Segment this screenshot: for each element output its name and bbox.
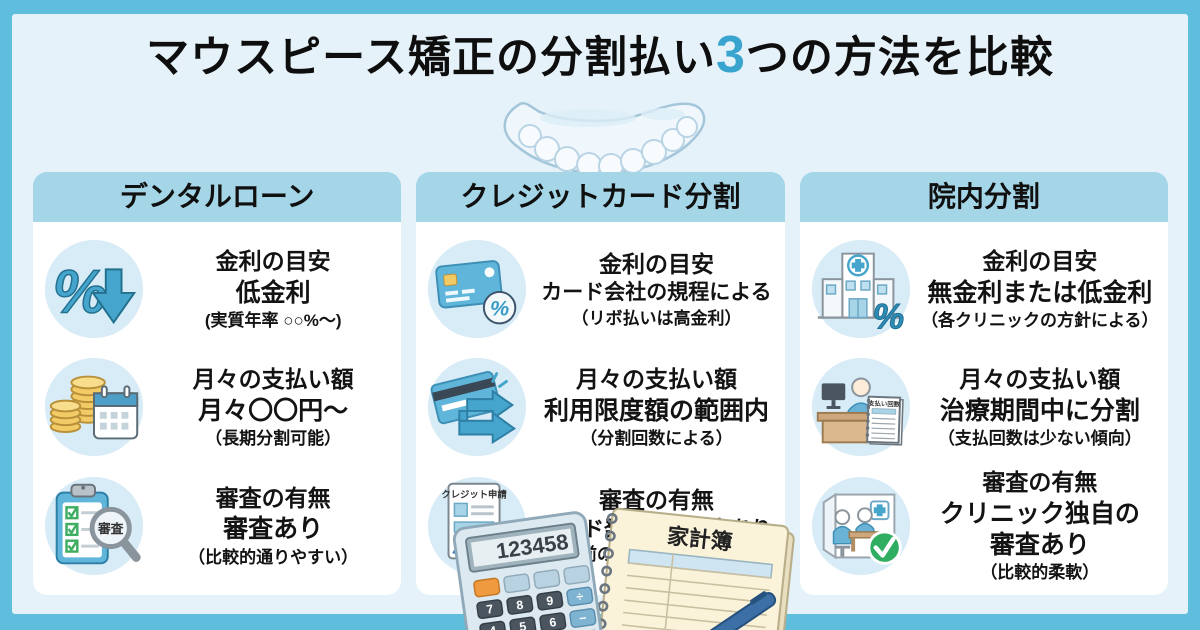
row-texts: 月々の支払い額 治療期間中に分割 （支払回数は少ない傾向） <box>920 365 1162 449</box>
bottom-illustrations: 家計簿 1 <box>450 498 840 630</box>
row-note: （比較的通りやすい） <box>188 547 359 567</box>
row-heading: 月々の支払い額 <box>575 366 737 393</box>
row-heading: 金利の目安 <box>598 250 714 277</box>
row-heading: 審査の有無 <box>215 484 331 511</box>
row-heading: 金利の目安 <box>215 248 331 275</box>
clinic-screening-icon <box>806 471 916 581</box>
row-note: (実質年率 ○○%〜) <box>204 311 342 331</box>
row-texts: 審査の有無 審査あり （比較的通りやすい） <box>153 484 395 568</box>
reception-payment-icon: 支払い回数 <box>806 352 916 462</box>
column-dental-loan: デンタルローン % 金利の目安 低金利 (実質年率 ○○%〜) <box>33 172 402 595</box>
title-suffix: つの方法を比較 <box>745 34 1054 82</box>
mouthpiece-icon <box>503 102 706 179</box>
row-texts: 金利の目安 無金利または低金利 （各クリニックの方針による） <box>920 247 1162 331</box>
row-texts: 金利の目安 低金利 (実質年率 ○○%〜) <box>153 247 395 331</box>
column-card: % 金利の目安 無金利または低金利 （各クリニックの方針による） <box>799 222 1168 595</box>
column-header-in-clinic: 院内分割 <box>799 172 1168 222</box>
row-note: （比較的柔軟） <box>980 563 1100 583</box>
row-value: 治療期間中に分割 <box>939 397 1140 426</box>
calculator-key: 4 <box>489 623 498 630</box>
column-header-dental-loan: デンタルローン <box>33 172 402 222</box>
column-in-clinic: 院内分割 <box>799 172 1168 595</box>
row-value: 利用限度額の範囲内 <box>543 397 769 426</box>
application-label: クレジット申請 <box>442 488 508 499</box>
row-note: （長期分割可能） <box>205 429 342 449</box>
percent-down-icon: % <box>39 234 149 344</box>
calculator-key: 8 <box>515 598 524 613</box>
row-note: （支払回数は少ない傾向） <box>937 429 1142 449</box>
column-header-credit-card: クレジットカード分割 <box>416 172 785 222</box>
calculator-keypad: 7 8 9 ÷ 4 5 6 − 1 2 3 <box>473 564 600 630</box>
row-screening: 審査 審査の有無 審査あり （比較的通りやすい） <box>39 467 395 585</box>
row-texts: 金利の目安 カード会社の規程による （リボ払いは高金利） <box>536 250 778 329</box>
calculator-key: 7 <box>485 602 494 617</box>
card-installment-icon <box>422 352 532 462</box>
screening-magnifier-icon: 審査 <box>39 471 149 581</box>
row-interest: % 金利の目安 カード会社の規程による （リボ払いは高金利） <box>422 230 778 348</box>
ledger-illustration: 家計簿 <box>595 507 795 630</box>
calculator-key: ÷ <box>576 589 585 604</box>
coins-calendar-icon <box>39 352 149 462</box>
row-heading: 月々の支払い額 <box>959 366 1121 393</box>
row-value: 低金利 <box>235 278 311 307</box>
row-texts: 月々の支払い額 利用限度額の範囲内 （分割回数による） <box>536 365 778 449</box>
row-note: （分割回数による） <box>580 429 733 449</box>
pen-illustration <box>695 591 777 630</box>
row-texts: 月々の支払い額 月々〇〇円〜 （長期分割可能） <box>153 365 395 449</box>
percent-glyph: % <box>872 297 903 336</box>
column-credit-card: クレジットカード分割 <box>416 172 785 595</box>
row-note: （各クリニックの方針による） <box>921 311 1159 331</box>
row-interest: % 金利の目安 無金利または低金利 （各クリニックの方針による） <box>806 230 1162 348</box>
row-screening: 審査の有無 クリニック独自の 審査あり （比較的柔軟） <box>806 467 1162 585</box>
row-monthly-payment: 支払い回数 <box>806 348 1162 466</box>
column-card: % 金利の目安 低金利 (実質年率 ○○%〜) <box>33 222 402 595</box>
row-heading: 審査の有無 <box>982 469 1098 496</box>
row-value: 無金利または低金利 <box>927 278 1153 307</box>
row-texts: 審査の有無 クリニック独自の 審査あり （比較的柔軟） <box>920 468 1162 584</box>
creditcard-percent-icon: % <box>422 234 532 344</box>
percent-glyph: % <box>490 296 509 321</box>
row-value: 審査あり <box>223 515 324 544</box>
aligner-illustration <box>478 90 722 179</box>
percent-glyph: % <box>53 258 107 326</box>
calculator-key: − <box>578 611 587 626</box>
row-value: カード会社の規程による <box>541 281 772 305</box>
magnifier-label: 審査 <box>97 521 124 536</box>
row-value: 月々〇〇円〜 <box>198 397 349 426</box>
row-heading: 月々の支払い額 <box>192 366 354 393</box>
row-value: クリニック独自の 審査あり <box>939 499 1140 560</box>
calculator-key: 9 <box>545 593 554 608</box>
row-monthly-payment: 月々の支払い額 利用限度額の範囲内 （分割回数による） <box>422 348 778 466</box>
row-monthly-payment: 月々の支払い額 月々〇〇円〜 （長期分割可能） <box>39 348 395 466</box>
title-prefix: マウスピース矯正の分割払い <box>146 34 716 82</box>
calculator-key: 5 <box>519 619 528 630</box>
payment-book-label: 支払い回数 <box>867 399 901 409</box>
page-title: マウスピース矯正の分割払い3つの方法を比較 <box>0 24 1200 86</box>
row-heading: 金利の目安 <box>982 248 1098 275</box>
title-highlight-number: 3 <box>715 26 746 84</box>
hospital-percent-icon: % <box>806 234 916 344</box>
comparison-columns: デンタルローン % 金利の目安 低金利 (実質年率 ○○%〜) <box>33 172 1168 595</box>
row-interest: % 金利の目安 低金利 (実質年率 ○○%〜) <box>39 230 395 348</box>
calculator-illustration: 123458 7 8 9 ÷ 4 5 6 <box>452 511 606 630</box>
row-note: （リボ払いは高金利） <box>571 308 742 328</box>
calculator-key: 6 <box>549 615 558 630</box>
